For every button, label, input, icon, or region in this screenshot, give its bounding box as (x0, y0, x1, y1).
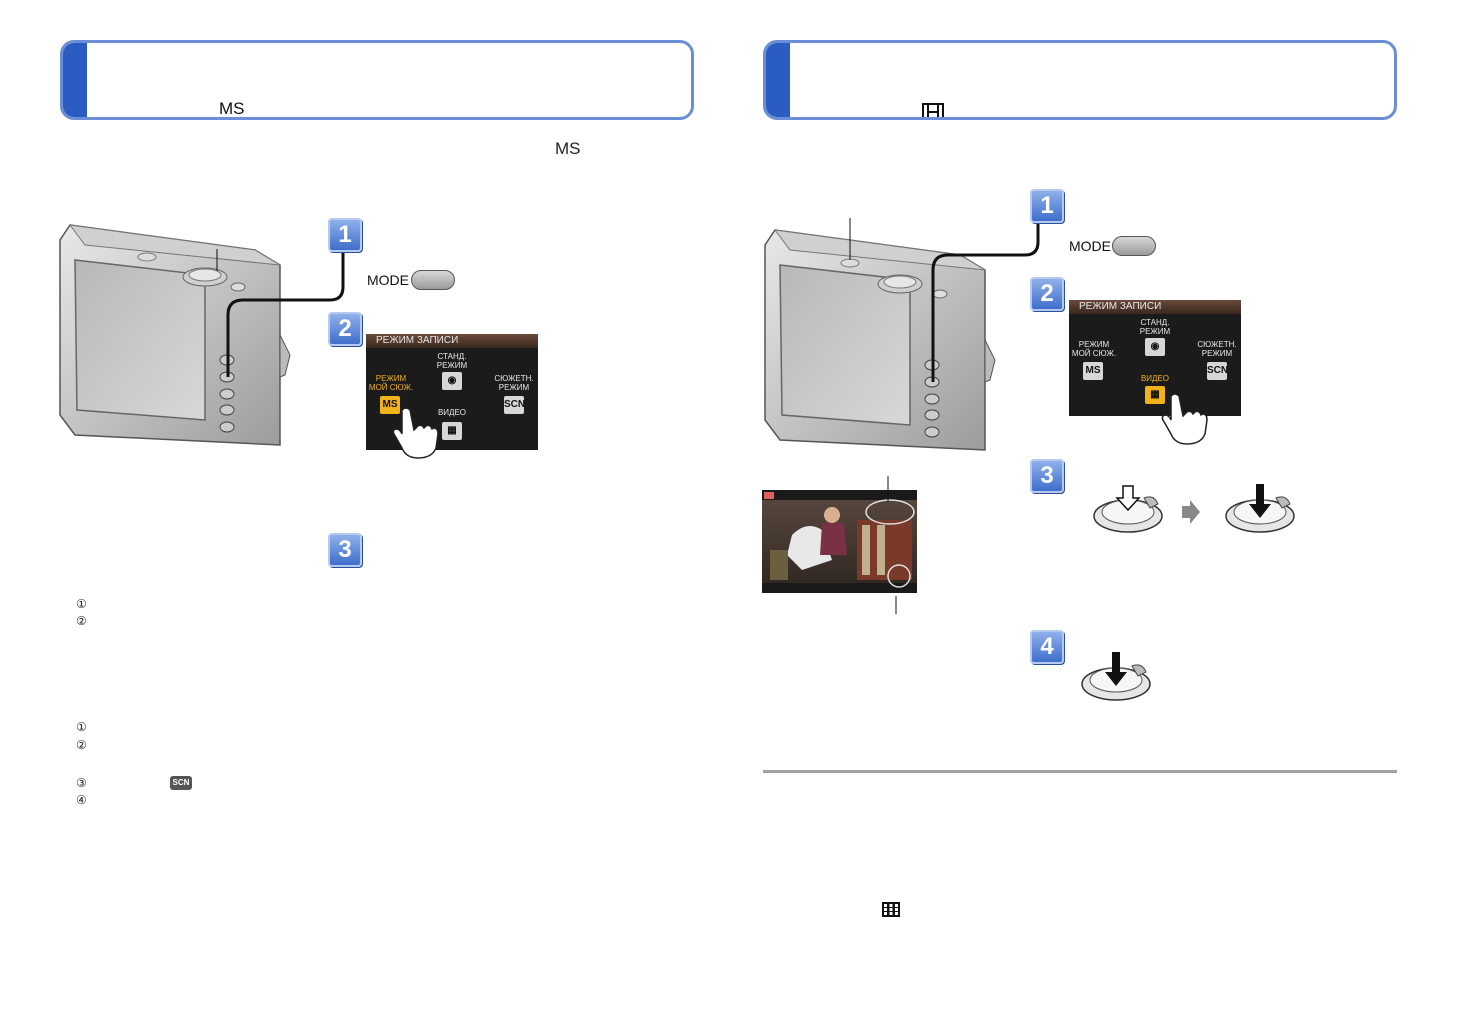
left-mode-label: MODE (367, 272, 409, 288)
hand-pointer-icon (392, 407, 439, 459)
left-step-3-badge: 3 (328, 533, 362, 567)
shutter-half-press-icon (1093, 485, 1163, 533)
right-header-box (763, 40, 1397, 120)
ms-mode-icon[interactable]: MS (380, 396, 400, 414)
menu-title: РЕЖИМ ЗАПИСИ (1069, 300, 1241, 314)
recording-preview-image (762, 490, 917, 593)
menu-std-label-1: СТАНД. (437, 352, 467, 361)
right-header-tab (766, 43, 790, 117)
list1-marker-2: ② (76, 614, 87, 628)
camera-illustration-right (764, 212, 1040, 451)
ms-mode-icon[interactable]: MS (1083, 362, 1103, 380)
right-mode-button[interactable] (1112, 236, 1156, 256)
menu-scene-label-2: РЕЖИМ (498, 383, 530, 392)
preview-callout-lines (887, 476, 897, 614)
grid-icon (882, 902, 900, 917)
right-step-1-badge: 1 (1030, 189, 1064, 223)
scn-icon: SCN (170, 776, 192, 790)
hand-pointer-icon (1161, 393, 1208, 445)
intro-ms-icon: MS (555, 139, 581, 158)
menu-std-label-1: СТАНД. (1140, 318, 1170, 327)
right-step-2-badge: 2 (1030, 277, 1064, 311)
shutter-press-icon (1081, 652, 1151, 701)
list2-marker-4: ④ (76, 793, 87, 807)
camera-illustration-left (59, 224, 345, 446)
right-step-3-badge: 3 (1030, 459, 1064, 493)
menu-video-label: ВИДЕО (1140, 374, 1170, 383)
left-step-1-badge: 1 (328, 218, 362, 252)
menu-title: РЕЖИМ ЗАПИСИ (366, 334, 538, 348)
menu-scene-label-1: СЮЖЕТН. (494, 374, 534, 383)
menu-std-label-2: РЕЖИМ (436, 361, 468, 370)
menu-video-label: ВИДЕО (437, 408, 467, 417)
film-icon[interactable]: ▦ (1145, 386, 1165, 404)
menu-ms-label-2: МОЙ СЮЖ. (1071, 349, 1117, 358)
left-header-tab (63, 43, 87, 117)
menu-scene-label-1: СЮЖЕТН. (1197, 340, 1237, 349)
menu-scene-label-2: РЕЖИМ (1201, 349, 1233, 358)
right-step-4-badge: 4 (1030, 630, 1064, 664)
camera-icon[interactable]: ◉ (1145, 338, 1165, 356)
section-divider (763, 770, 1397, 773)
scn-mode-icon[interactable]: SCN (1207, 362, 1228, 380)
menu-ms-label-2: МОЙ СЮЖ. (368, 383, 414, 392)
film-icon (922, 103, 944, 117)
list2-marker-2: ② (76, 738, 87, 752)
right-mode-label: MODE (1069, 238, 1111, 254)
left-header-box: MS (60, 40, 694, 120)
film-icon[interactable]: ▦ (442, 422, 462, 440)
list1-marker-1: ① (76, 597, 87, 611)
list2-marker-3: ③ (76, 776, 87, 790)
camera-icon[interactable]: ◉ (442, 372, 462, 390)
menu-ms-label-1: РЕЖИМ (375, 374, 407, 383)
left-recording-mode-menu: РЕЖИМ ЗАПИСИ СТАНД. РЕЖИМ ◉ РЕЖИМ МОЙ СЮ… (366, 334, 538, 450)
menu-ms-label-1: РЕЖИМ (1078, 340, 1110, 349)
arrow-right-icon (1182, 500, 1200, 524)
right-recording-mode-menu: РЕЖИМ ЗАПИСИ СТАНД. РЕЖИМ ◉ РЕЖИМ МОЙ СЮ… (1069, 300, 1241, 416)
scn-mode-icon[interactable]: SCN (504, 396, 525, 414)
left-mode-button[interactable] (411, 270, 455, 290)
ms-icon: MS (219, 99, 245, 118)
list2-marker-1: ① (76, 720, 87, 734)
menu-std-label-2: РЕЖИМ (1139, 327, 1171, 336)
left-step-2-badge: 2 (328, 312, 362, 346)
shutter-full-press-icon (1225, 484, 1295, 533)
